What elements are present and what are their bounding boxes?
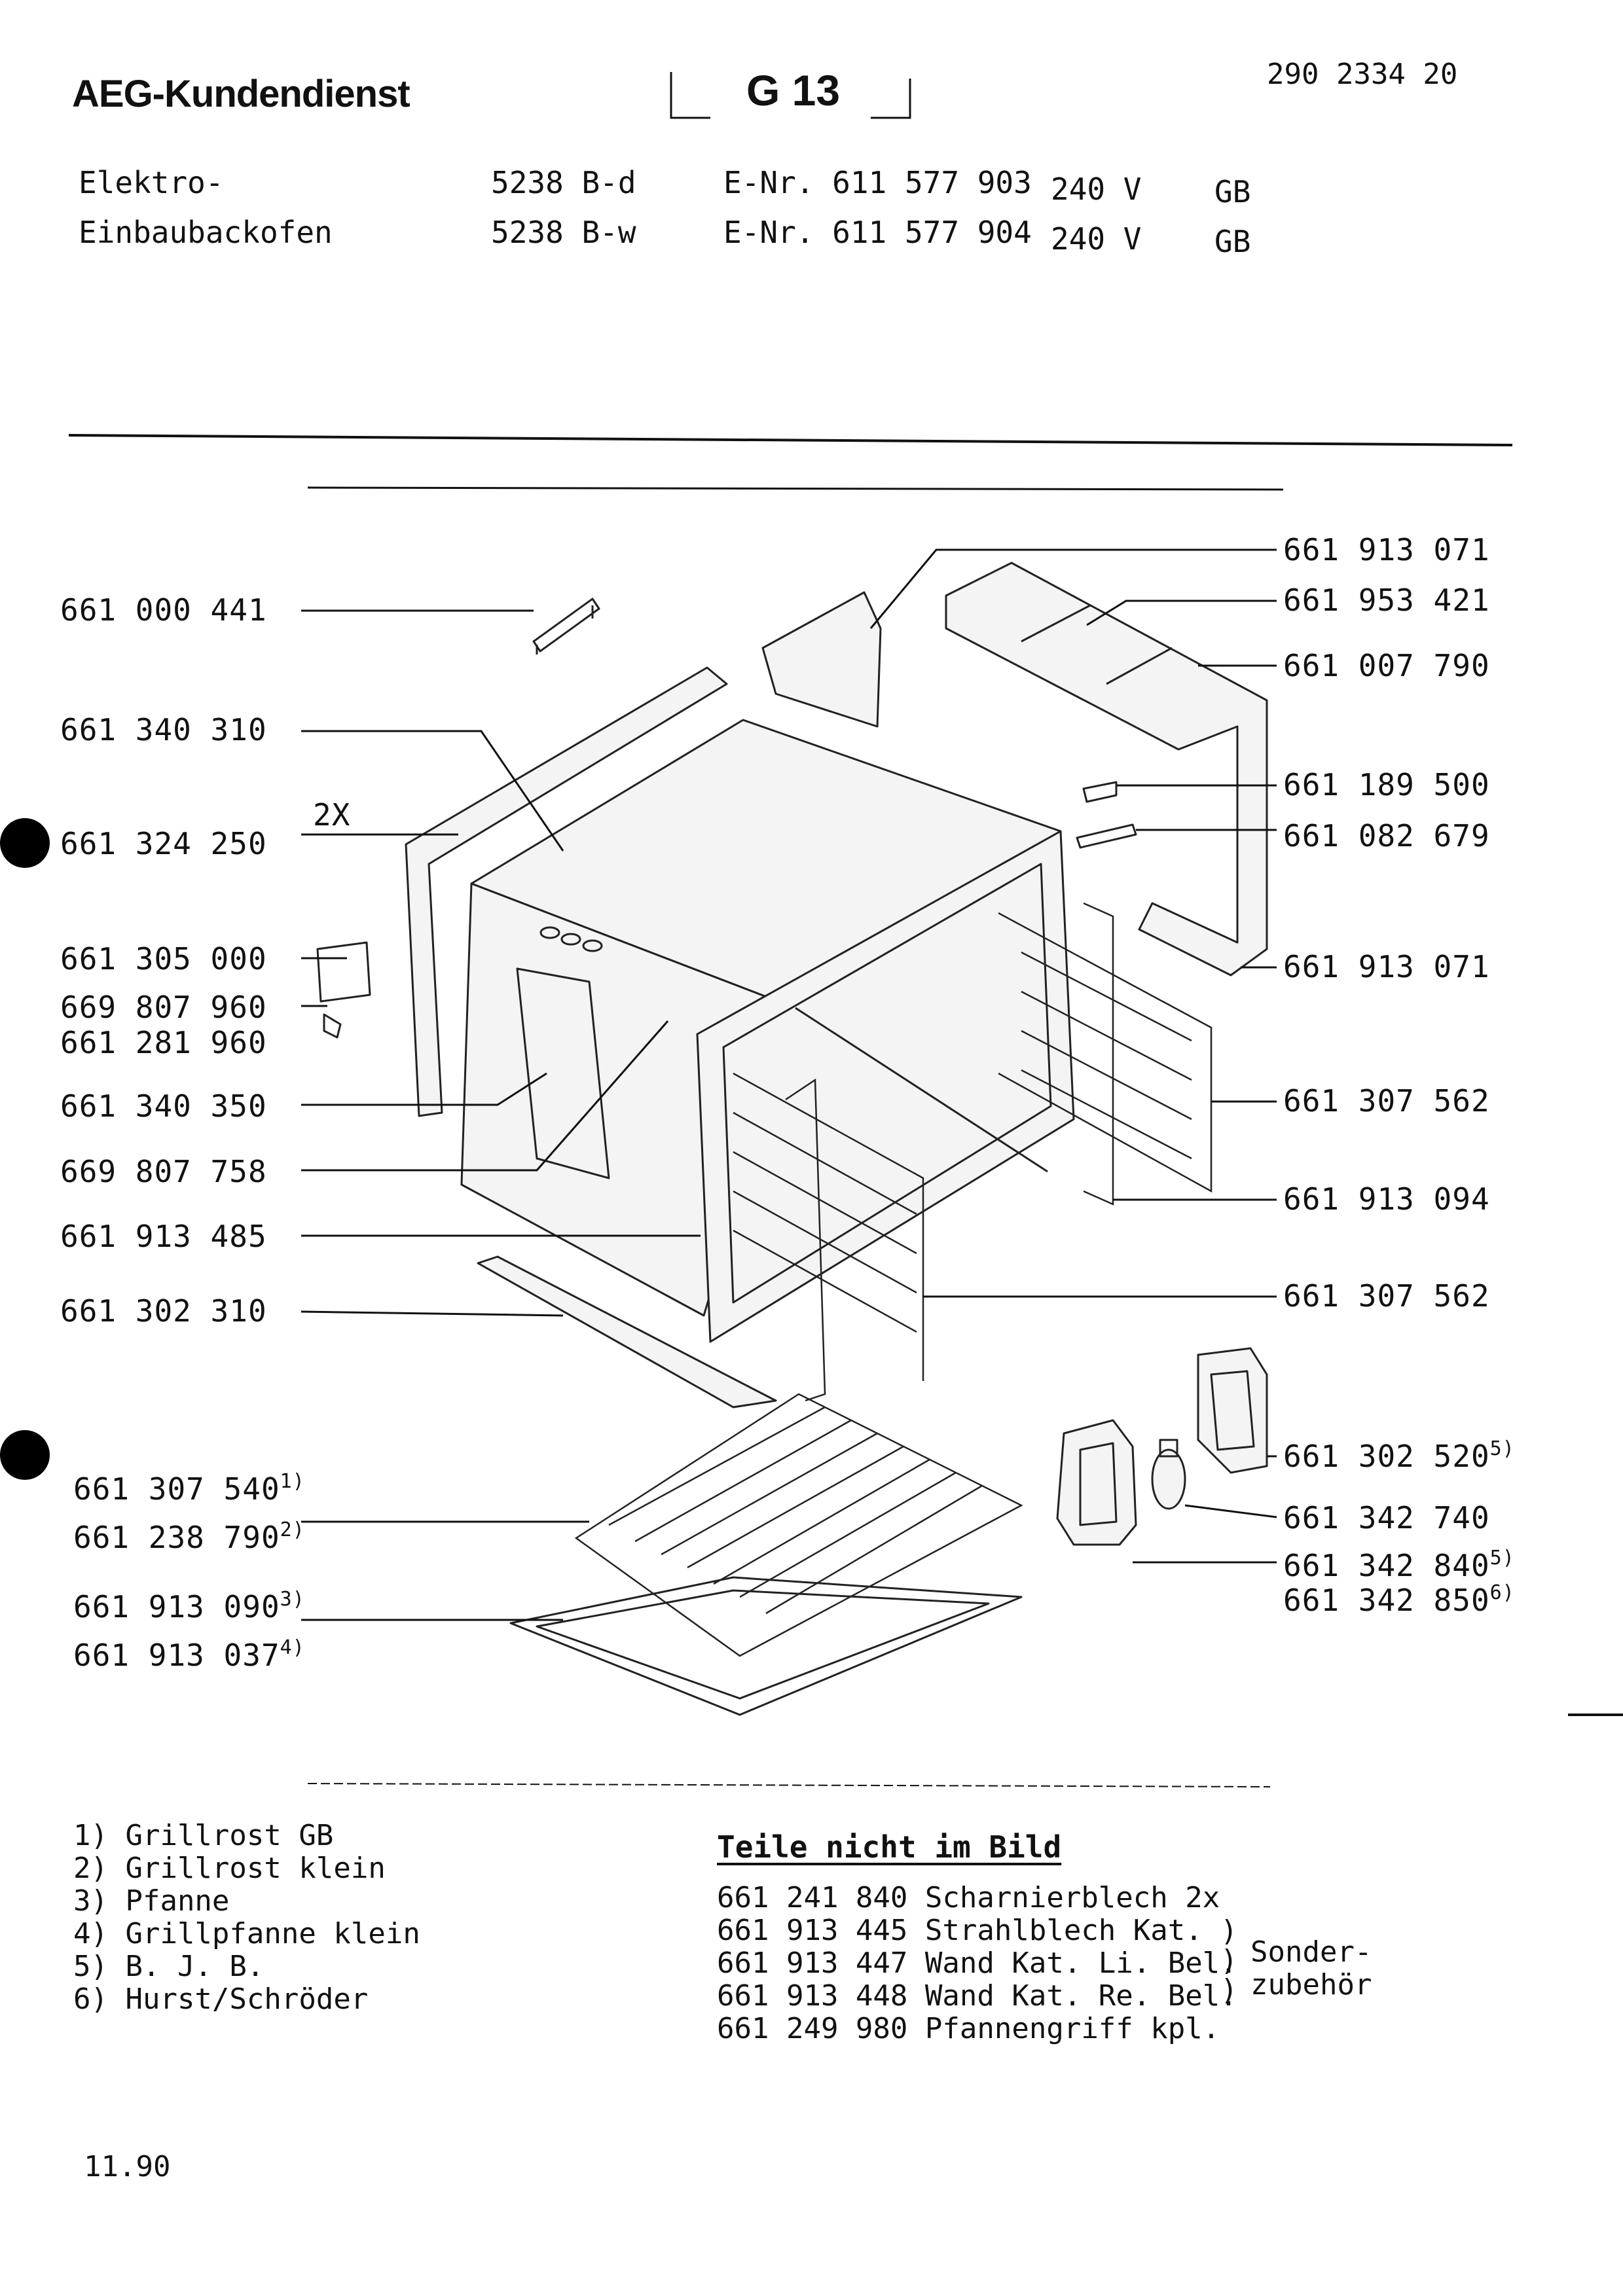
revision-date: 11.90 bbox=[84, 2150, 171, 2183]
side-trim-rail bbox=[405, 666, 728, 1117]
marker-dot-2 bbox=[0, 1430, 50, 1480]
document-number: 290 2334 20 bbox=[1267, 58, 1458, 91]
marker-dot-1 bbox=[0, 818, 50, 868]
bracket-mark-2: ) bbox=[1220, 1944, 1238, 1977]
insulation-block bbox=[761, 591, 882, 728]
footnote-4: 4) Grillpfanne klein bbox=[73, 1917, 420, 1950]
appliance-country-1: GB bbox=[1214, 174, 1251, 209]
leader-lines-left bbox=[301, 609, 701, 1621]
part-row: 661 913 445 Strahlblech Kat. bbox=[717, 1914, 1203, 1947]
appliance-voltage-1: 240 V bbox=[1051, 171, 1142, 207]
small-clips bbox=[316, 781, 1137, 1039]
callout-661-082-679: 661 082 679 bbox=[1283, 818, 1490, 853]
callout-661-342-840: 661 342 8405) bbox=[1283, 1547, 1515, 1583]
accessory-group-label: Sonder- zubehör bbox=[1250, 1935, 1372, 2001]
bracket-mark-3: ) bbox=[1220, 1973, 1238, 2007]
bracket-mark-1: ) bbox=[1220, 1914, 1238, 1948]
callout-661-307-540: 661 307 5401) bbox=[73, 1470, 305, 1507]
appliance-enr-2: E-Nr. 611 577 904 bbox=[723, 215, 1032, 250]
part-row: 661 249 980 Pfannengriff kpl. bbox=[717, 2012, 1220, 2045]
top-cover bbox=[945, 562, 1268, 977]
callout-661-340-310: 661 340 310 bbox=[60, 712, 267, 747]
callout-661-302-520: 661 302 5205) bbox=[1283, 1437, 1515, 1474]
callout-661-302-310: 661 302 310 bbox=[60, 1293, 267, 1329]
part-row: 661 241 840 Scharnierblech 2x bbox=[717, 1881, 1220, 1914]
callout-661-307-562-a: 661 307 562 bbox=[1283, 1083, 1490, 1119]
callout-661-913-485: 661 913 485 bbox=[60, 1219, 267, 1254]
bottom-strip bbox=[477, 1255, 777, 1408]
parts-not-shown-title: Teile nicht im Bild bbox=[717, 1829, 1062, 1865]
callout-661-305-000: 661 305 000 bbox=[60, 941, 267, 977]
callout-661-913-071-b: 661 913 071 bbox=[1283, 949, 1490, 984]
appliance-voltage-2: 240 V bbox=[1051, 221, 1142, 257]
appliance-country-2: GB bbox=[1214, 224, 1251, 259]
grill-rack bbox=[574, 1393, 1023, 1657]
callout-661-007-790: 661 007 790 bbox=[1283, 648, 1490, 683]
footnotes-list: 1) Grillrost GB 2) Grillrost klein 3) Pf… bbox=[73, 1820, 420, 2016]
brand-title: AEG-Kundendienst bbox=[72, 73, 410, 115]
appliance-enr-1: E-Nr. 611 577 903 bbox=[723, 165, 1032, 200]
drip-pan bbox=[509, 1576, 1023, 1716]
callout-661-340-350: 661 340 350 bbox=[60, 1088, 267, 1124]
door-handle-rod bbox=[532, 598, 600, 655]
footnote-5: 5) B. J. B. bbox=[73, 1950, 264, 1983]
part-row: 661 913 448 Wand Kat. Re. Bel. bbox=[717, 1979, 1237, 2013]
callout-661-953-421: 661 953 421 bbox=[1283, 583, 1490, 618]
callout-669-807-758: 669 807 758 bbox=[60, 1154, 267, 1189]
shelf-racks-right bbox=[998, 902, 1213, 1206]
appliance-type-1: Elektro- bbox=[79, 165, 224, 200]
drawing-top-rule bbox=[307, 486, 1284, 491]
oven-body bbox=[460, 719, 1075, 1343]
callout-661-913-071-a: 661 913 071 bbox=[1283, 532, 1490, 567]
callout-661-342-850: 661 342 8506) bbox=[1283, 1581, 1515, 1618]
callout-661-913-037: 661 913 0374) bbox=[73, 1636, 305, 1673]
appliance-type-2: Einbaubackofen bbox=[79, 215, 333, 250]
callout-661-000-441: 661 000 441 bbox=[60, 592, 267, 628]
callout-661-913-094: 661 913 094 bbox=[1283, 1181, 1490, 1217]
drawing-bottom-rule bbox=[307, 1783, 1271, 1787]
callout-661-281-960: 661 281 960 bbox=[60, 1025, 267, 1060]
part-row: 661 913 447 Wand Kat. Li. Bel. bbox=[717, 1946, 1237, 1980]
appliance-model-2: 5238 B-w bbox=[491, 215, 636, 250]
callout-661-189-500: 661 189 500 bbox=[1283, 767, 1490, 802]
model-code: G 13 bbox=[746, 66, 841, 115]
footnote-6: 6) Hurst/Schröder bbox=[73, 1982, 369, 2016]
appliance-model-1: 5238 B-d bbox=[491, 165, 636, 200]
footnote-3: 3) Pfanne bbox=[73, 1884, 230, 1918]
callout-661-913-090: 661 913 0903) bbox=[73, 1588, 305, 1624]
leader-lines-right bbox=[869, 548, 1277, 1564]
model-bracket-right bbox=[871, 79, 911, 119]
shelf-racks-center bbox=[733, 1072, 924, 1402]
parts-not-shown-list: 661 241 840 Scharnierblech 2x 661 913 44… bbox=[717, 1882, 1237, 2045]
callout-661-238-790: 661 238 7902) bbox=[73, 1518, 305, 1555]
callout-669-807-960: 669 807 960 bbox=[60, 990, 267, 1025]
callout-661-307-562-b: 661 307 562 bbox=[1283, 1278, 1490, 1314]
lamp-assembly bbox=[1056, 1347, 1268, 1546]
qty-2x: 2X bbox=[313, 797, 351, 833]
footnote-2: 2) Grillrost klein bbox=[73, 1852, 386, 1885]
callout-661-324-250: 661 324 250 bbox=[60, 826, 267, 861]
header-rule bbox=[68, 434, 1513, 446]
callout-661-342-740: 661 342 740 bbox=[1283, 1500, 1490, 1535]
footnote-1: 1) Grillrost GB bbox=[73, 1819, 334, 1852]
model-bracket-left bbox=[670, 72, 710, 119]
